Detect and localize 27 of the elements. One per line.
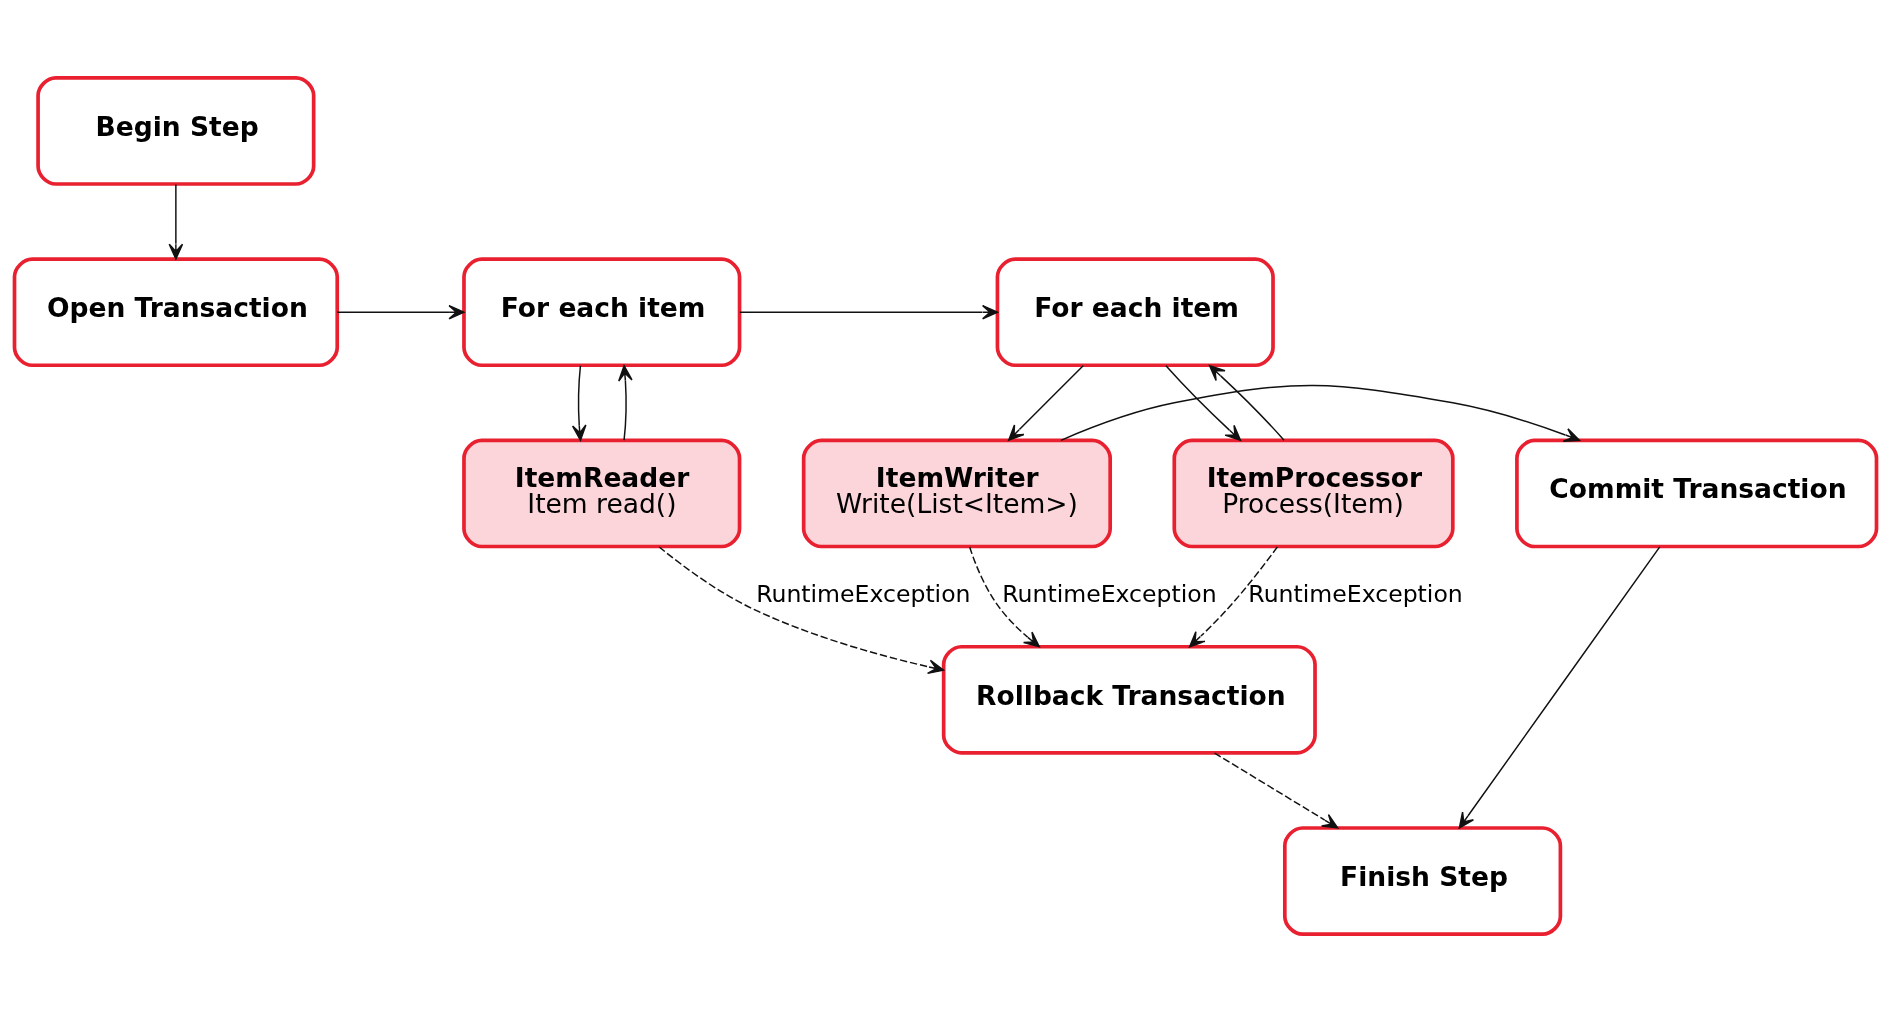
node-box: ItemReader Item read() xyxy=(462,438,742,548)
arrow xyxy=(739,304,999,320)
arrow xyxy=(1458,545,1661,829)
arrow xyxy=(336,304,465,320)
arrow xyxy=(1208,364,1285,441)
edge-label: RuntimeException xyxy=(1248,579,1463,608)
arrow xyxy=(571,364,587,441)
node-box: For each item xyxy=(462,256,742,367)
node-box: Rollback Transaction xyxy=(941,644,1317,755)
arrow xyxy=(968,545,1040,647)
arrow xyxy=(1165,364,1242,441)
edge-label: RuntimeException xyxy=(756,579,971,608)
node-box: Open Transaction xyxy=(12,256,340,367)
arrow xyxy=(618,364,633,441)
arrow xyxy=(168,183,184,260)
node-box: ItemProcessor Process(Item) xyxy=(1172,438,1455,548)
arrow xyxy=(1060,384,1581,442)
node-box: For each item xyxy=(995,256,1275,367)
arrow xyxy=(658,545,945,674)
node-box: Finish Step xyxy=(1283,825,1563,936)
arrow xyxy=(1188,545,1279,647)
arrow xyxy=(1213,751,1339,829)
node-box: Commit Transaction xyxy=(1515,438,1879,548)
edge-label: RuntimeException xyxy=(1002,579,1217,608)
node-box: ItemWriter Write(List<Item>) xyxy=(801,438,1112,548)
node-box: Begin Step xyxy=(36,75,316,186)
arrow xyxy=(1008,364,1084,441)
